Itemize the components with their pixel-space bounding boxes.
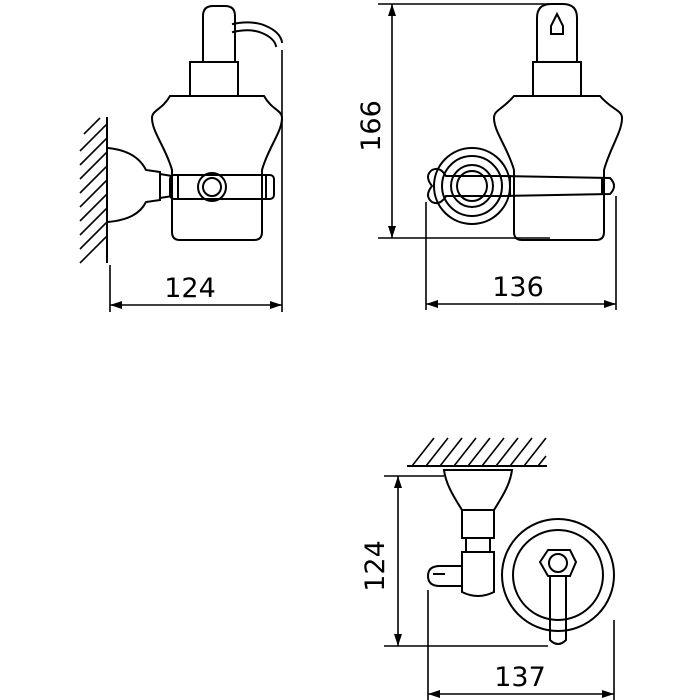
dimension-124-side: 124 <box>109 50 283 312</box>
hanging-stem <box>461 537 495 597</box>
dimension-137-holder: 137 <box>427 590 615 700</box>
holder-ring-side <box>169 172 275 202</box>
dimension-label-holder-height: 124 <box>360 540 391 592</box>
dimension-166-front: 166 <box>356 3 550 239</box>
holder-view: 124 137 <box>360 437 615 700</box>
dimension-label-front-width: 136 <box>492 272 544 303</box>
dimension-label-side-width: 124 <box>164 273 216 304</box>
dimension-136-front: 136 <box>425 196 617 310</box>
pump-head-side <box>202 5 284 63</box>
wall-hatching-left <box>79 117 108 264</box>
dimension-124-holder: 124 <box>360 475 548 647</box>
wall-rosette-front <box>433 147 511 225</box>
pump-neck-front <box>532 61 582 97</box>
container-side <box>150 95 284 241</box>
wall-hatching-top <box>407 437 547 467</box>
side-view: 124 <box>79 5 284 312</box>
pump-neck-side <box>189 61 239 97</box>
dimension-label-holder-width: 137 <box>494 662 546 693</box>
holder-rosette <box>501 518 615 645</box>
pump-head-front <box>536 3 578 63</box>
holder-side-knob <box>426 565 463 587</box>
dimension-label-side-height: 166 <box>356 100 387 152</box>
ceiling-flange <box>442 469 514 539</box>
wall-flange-side <box>106 146 174 224</box>
container-front <box>492 95 624 241</box>
holder-arm-front <box>427 167 615 205</box>
front-view: 166 136 <box>356 3 624 310</box>
